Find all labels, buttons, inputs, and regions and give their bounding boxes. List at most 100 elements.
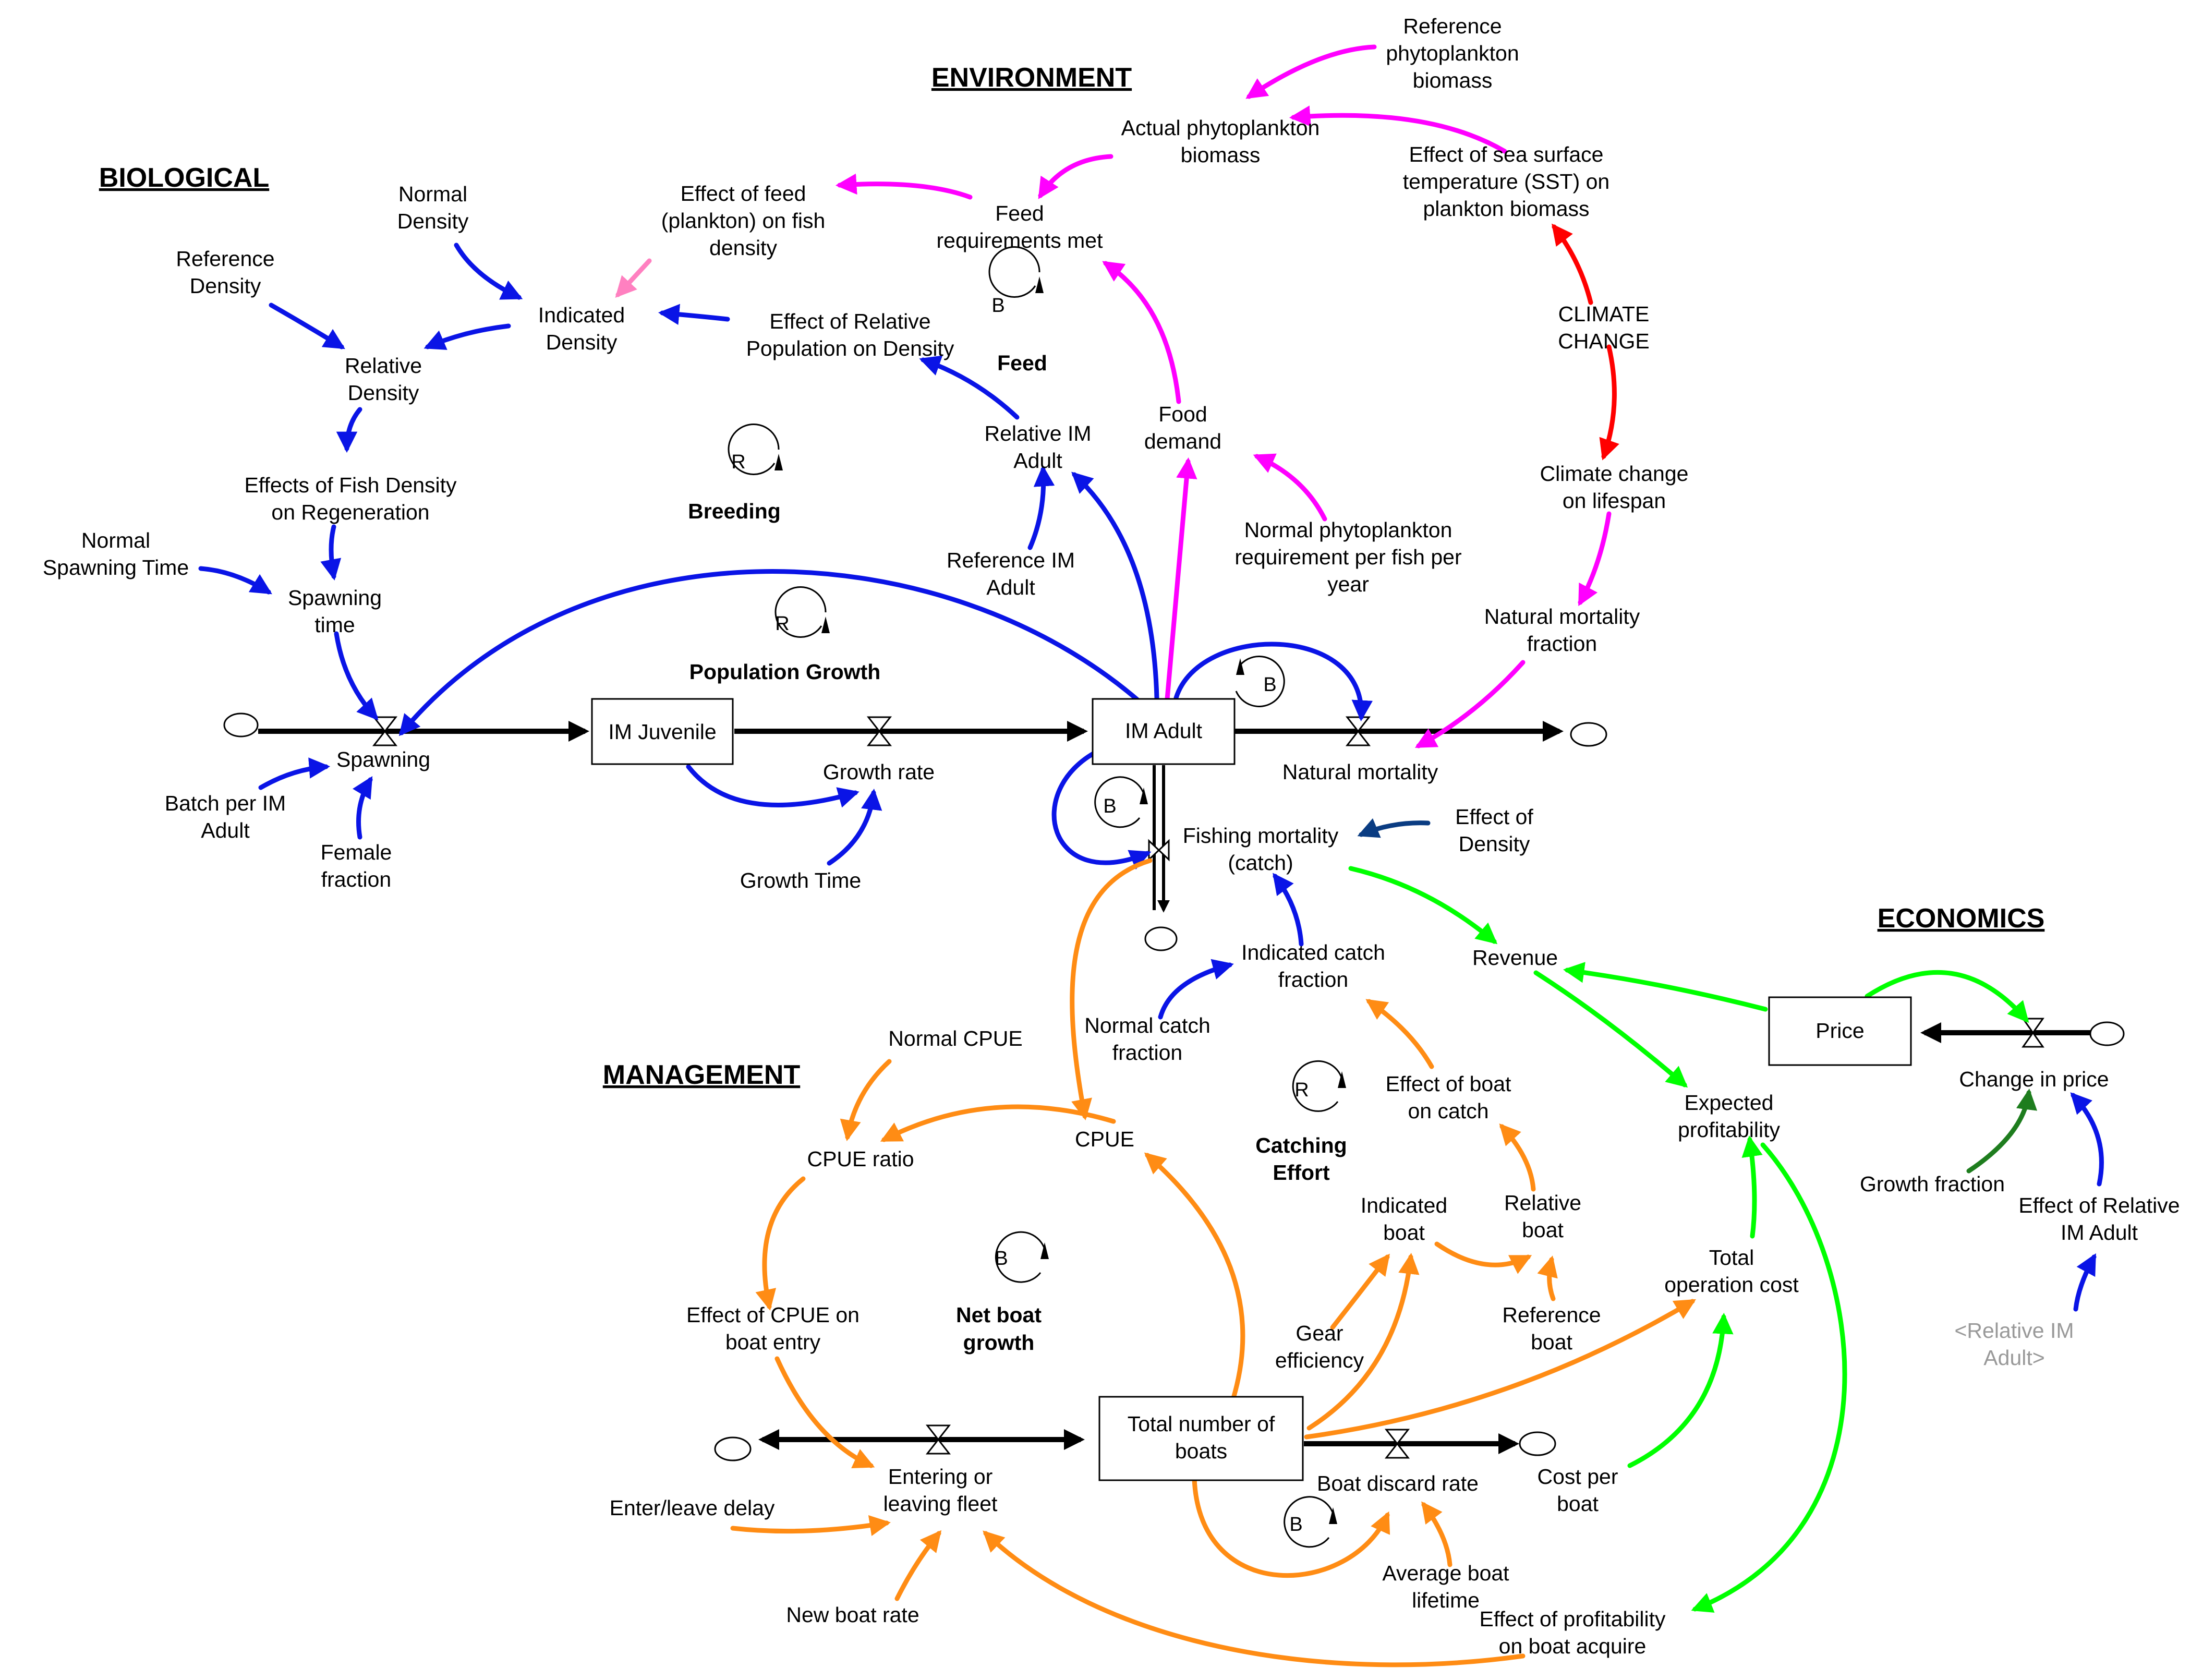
- var-cpue-ratio[interactable]: CPUE ratio: [807, 1147, 914, 1171]
- flow-pipes: [258, 721, 2092, 1454]
- loop-catching-polarity: R: [1294, 1079, 1309, 1101]
- var-cpue[interactable]: CPUE: [1075, 1127, 1134, 1151]
- growth-rate-valve[interactable]: [866, 716, 892, 746]
- var-effect-feed-line: (plankton) on fish: [661, 209, 826, 233]
- var-effect-boat-catch-line: on catch: [1408, 1099, 1489, 1123]
- var-growth-rate[interactable]: Growth rate: [823, 760, 935, 784]
- stock-total-boats[interactable]: Total number of boats: [1098, 1396, 1304, 1481]
- var-spawning[interactable]: Spawning: [336, 747, 430, 771]
- entering-leaving-valve[interactable]: [925, 1424, 951, 1455]
- boat-discard-sink-cloud-icon: [1519, 1431, 1556, 1456]
- spawning-valve[interactable]: [372, 716, 398, 746]
- var-normal-cpue[interactable]: Normal CPUE: [888, 1026, 1022, 1050]
- var-total-op-cost-line: operation cost: [1664, 1273, 1799, 1297]
- var-indicated-catch-line: fraction: [1278, 968, 1348, 992]
- link-reference-density-to-relative: [269, 303, 345, 349]
- stock-im-adult[interactable]: IM Adult: [1092, 698, 1236, 765]
- link-boats-to-cpue: [1144, 1152, 1245, 1400]
- link-relative-boat-to-effect: [1499, 1123, 1536, 1192]
- var-relative-boat-line: Relative: [1504, 1191, 1581, 1215]
- var-natural-mortality[interactable]: Natural mortality: [1282, 760, 1438, 784]
- boat-discard-valve[interactable]: [1384, 1429, 1410, 1459]
- var-effect-rel-im-adult-line: IM Adult: [2061, 1220, 2138, 1244]
- var-fishing-mortality[interactable]: Fishing mortality(catch): [1183, 824, 1339, 875]
- link-normal-cpue-to-ratio: [840, 1059, 892, 1141]
- var-ref-phyto-line: Reference: [1403, 14, 1502, 38]
- link-food-demand-to-feed: [1102, 261, 1181, 404]
- var-indicated-boat-line: Indicated: [1361, 1193, 1447, 1217]
- change-in-price-valve[interactable]: [2022, 1018, 2044, 1048]
- var-enter-leave-delay-line: Enter/leave delay: [610, 1496, 775, 1520]
- var-effect-feed-line: density: [709, 236, 777, 260]
- link-effect-density-to-fishing: [1357, 818, 1431, 838]
- var-total-op-cost-line: Total: [1709, 1246, 1754, 1270]
- link-gear-to-indicated-boat: [1330, 1253, 1390, 1330]
- var-fishing-mortality-line: Fishing mortality: [1183, 824, 1339, 848]
- var-expected-profit-line: Expected: [1685, 1091, 1774, 1115]
- link-ratio-to-effect-cpue: [755, 1176, 806, 1311]
- loop-catching-arrow-icon: [1292, 1060, 1343, 1112]
- loop-breeding-polarity: R: [731, 451, 745, 473]
- link-revenue-to-expected: [1533, 970, 1688, 1088]
- stock-price[interactable]: Price: [1768, 996, 1912, 1066]
- var-batch-per-adult-line: Adult: [201, 818, 250, 842]
- var-change-in-price[interactable]: Change in price: [1959, 1067, 2109, 1091]
- var-effect-of-density-line: Effect of: [1455, 805, 1533, 829]
- var-new-boat-rate[interactable]: New boat rate: [786, 1603, 919, 1627]
- section-economics: ECONOMICS: [1878, 903, 2045, 934]
- link-normal-req-to-food: [1253, 453, 1327, 522]
- fishing-mortality-valve[interactable]: [1148, 839, 1170, 862]
- link-adult-to-spawning: [398, 569, 1142, 736]
- var-boat-discard[interactable]: Boat discard rate: [1317, 1471, 1479, 1495]
- stock-im-juvenile[interactable]: IM Juvenile: [591, 698, 734, 765]
- link-new-boat-to-entering: [894, 1530, 942, 1601]
- var-reference-im-adult-line: Adult: [986, 575, 1035, 599]
- var-reference-density-line: Density: [190, 274, 261, 298]
- var-gear-efficiency-line: efficiency: [1275, 1348, 1364, 1372]
- var-growth-fraction[interactable]: Growth fraction: [1860, 1172, 2005, 1196]
- var-growth-time[interactable]: Growth Time: [740, 868, 861, 892]
- stock-total-boats-line2: boats: [1175, 1439, 1227, 1463]
- var-revenue[interactable]: Revenue: [1472, 946, 1558, 970]
- var-total-op-cost[interactable]: Total operation cost: [1664, 1246, 1799, 1297]
- var-enter-leave-delay[interactable]: Enter/leave delay: [610, 1496, 775, 1520]
